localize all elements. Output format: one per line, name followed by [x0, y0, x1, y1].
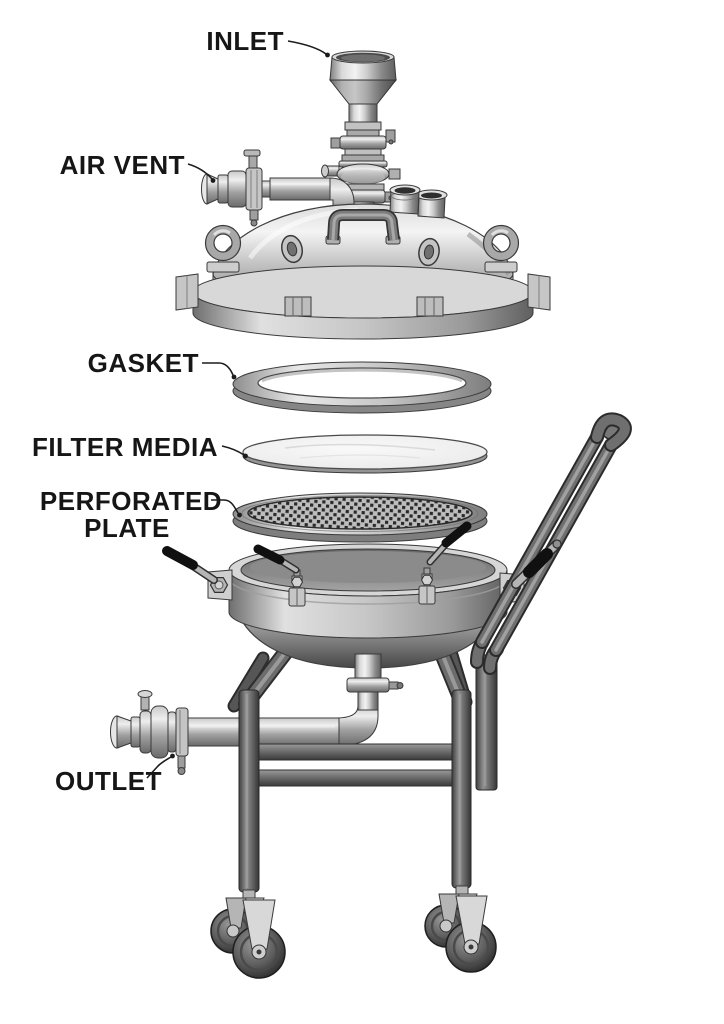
outlet-annotation: OUTLET	[55, 753, 175, 796]
lid-handle	[325, 209, 401, 245]
outlet-valve	[110, 690, 189, 775]
gasket-annotation: GASKET	[88, 348, 237, 380]
lid-eye-bolt-right	[482, 224, 520, 273]
bottom-outlet-piping	[186, 653, 404, 747]
filter-media-disc	[242, 434, 488, 474]
caster-left	[210, 889, 286, 979]
outlet-label: OUTLET	[55, 766, 162, 796]
inlet-funnel-assembly	[321, 50, 401, 217]
caster-right	[424, 885, 497, 973]
perforated-plate-label-line2: PLATE	[84, 513, 170, 543]
toggle-lever-left	[162, 546, 218, 584]
trolley-leg-left	[238, 689, 260, 893]
lid-clamp-band	[175, 265, 551, 340]
annotations: INLET AIR VENT GASKET FILTER MEDIA PERFO…	[32, 26, 330, 796]
gasket-label: GASKET	[88, 348, 199, 378]
lid-nozzle-rear	[415, 189, 448, 219]
inlet-label: INLET	[206, 26, 284, 56]
lid-lifting-lug-right	[418, 237, 440, 267]
lid-lifting-lug-left	[281, 234, 303, 264]
inlet-valve-body	[321, 160, 401, 191]
toggle-lever-mid-left	[253, 544, 300, 574]
filter-media-label: FILTER MEDIA	[32, 432, 218, 462]
air-vent-annotation: AIR VENT	[60, 150, 216, 183]
perforated-plate-disc	[232, 492, 488, 543]
lid-dome	[175, 184, 551, 340]
gasket-ring	[232, 361, 492, 414]
trolley-leg-right	[451, 689, 472, 889]
perforated-plate-label-line1: PERFORATED	[40, 486, 222, 516]
swing-bolt-clamp-right	[418, 567, 436, 605]
push-handle	[470, 412, 632, 791]
lid-eye-bolt-left	[204, 224, 242, 273]
air-vent-label: AIR VENT	[60, 150, 185, 180]
lid-nozzle-front	[389, 184, 421, 215]
handle-latch-strut	[511, 539, 562, 589]
toggle-lever-right	[426, 521, 472, 566]
trolley-cross-bars	[248, 743, 466, 787]
filter-media-annotation: FILTER MEDIA	[32, 432, 248, 462]
inlet-tri-clamp-upper	[330, 129, 396, 150]
inlet-annotation: INLET	[206, 26, 330, 58]
filter-bowl-and-trolley	[110, 412, 632, 979]
perforated-plate-annotation: PERFORATED PLATE	[40, 486, 242, 543]
